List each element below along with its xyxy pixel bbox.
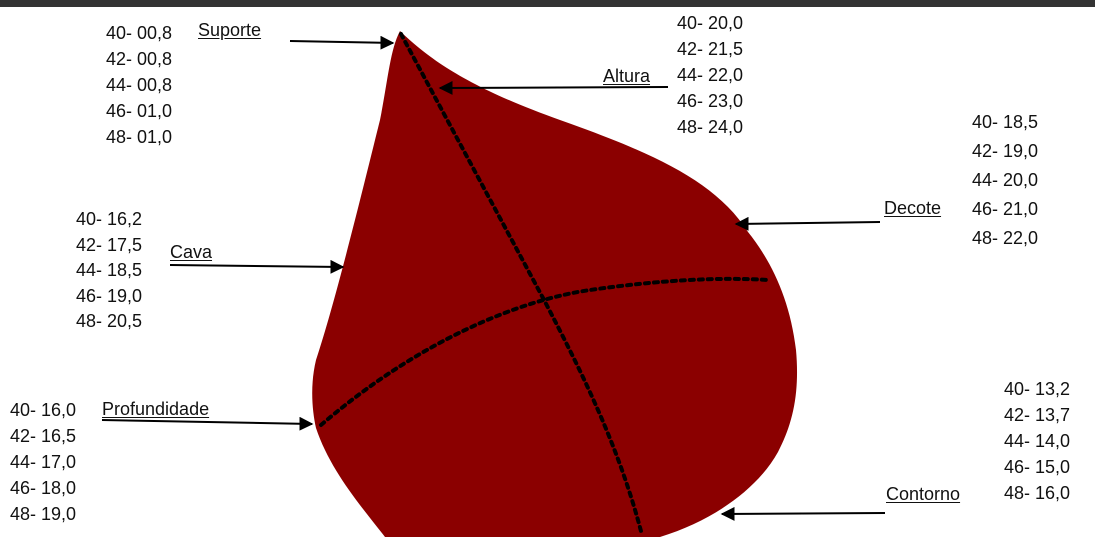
contorno-label: Contorno bbox=[886, 484, 961, 504]
contorno-value-46: 46- 15,0 bbox=[1004, 457, 1071, 477]
cava-label: Cava bbox=[170, 242, 213, 262]
contorno-value-42: 42- 13,7 bbox=[1004, 405, 1071, 425]
cava-value-42: 42- 17,5 bbox=[76, 234, 143, 255]
decote-value-42: 42- 19,0 bbox=[972, 141, 1039, 161]
decote-label: Decote bbox=[884, 198, 942, 218]
cava-values: 40- 16,2 42- 17,5 44- 18,5 46- 19,0 48- … bbox=[76, 207, 142, 335]
top-rule bbox=[0, 0, 1095, 7]
cup-shape bbox=[312, 31, 798, 537]
contorno-value-44: 44- 14,0 bbox=[1004, 431, 1071, 451]
contorno-value-48: 48- 16,0 bbox=[1004, 483, 1071, 503]
profundidade-arrow bbox=[101, 416, 314, 431]
cava-value-40: 40- 16,2 bbox=[76, 209, 143, 229]
suporte-label: Suporte bbox=[198, 20, 262, 40]
profundidade-value-42: 42- 16,5 bbox=[10, 426, 77, 446]
altura-label: Altura bbox=[603, 66, 651, 86]
contorno-values: 40- 13,2 42- 13,7 44- 14,0 46- 15,0 48- … bbox=[1004, 376, 1070, 506]
contorno-value-40: 40- 13,2 bbox=[1004, 379, 1071, 399]
profundidade-value-40: 40- 16,0 bbox=[10, 400, 77, 420]
decote-arrow bbox=[734, 216, 881, 231]
cava-value-46: 46- 19,0 bbox=[76, 285, 143, 306]
profundidade-values: 40- 16,0 42- 16,5 44- 17,0 46- 18,0 48- … bbox=[10, 397, 76, 527]
suporte-value-46: 46- 01,0 bbox=[106, 101, 173, 121]
altura-arrow bbox=[438, 80, 669, 95]
decote-value-40: 40- 18,5 bbox=[972, 112, 1039, 132]
suporte-value-48: 48- 01,0 bbox=[106, 127, 173, 147]
cava-value-48: 48- 20,5 bbox=[76, 311, 143, 331]
cava-value-44: 44- 18,5 bbox=[76, 260, 143, 280]
profundidade-label: Profundidade bbox=[102, 399, 210, 419]
contorno-arrow bbox=[720, 506, 886, 521]
decote-values: 40- 18,5 42- 19,0 44- 20,0 46- 21,0 48- … bbox=[972, 108, 1038, 253]
altura-value-48: 48- 24,0 bbox=[677, 117, 744, 137]
altura-value-42: 42- 21,5 bbox=[677, 39, 744, 59]
profundidade-value-46: 46- 18,0 bbox=[10, 478, 77, 498]
suporte-values: 40- 00,8 42- 00,8 44- 00,8 46- 01,0 48- … bbox=[106, 20, 172, 150]
decote-value-44: 44- 20,0 bbox=[972, 170, 1039, 190]
altura-values: 40- 20,0 42- 21,5 44- 22,0 46- 23,0 48- … bbox=[677, 10, 743, 140]
height-dotted-line bbox=[399, 32, 644, 537]
suporte-value-44: 44- 00,8 bbox=[106, 75, 173, 95]
suporte-value-40: 40- 00,8 bbox=[106, 23, 173, 43]
altura-value-40: 40- 20,0 bbox=[677, 13, 744, 33]
decote-value-48: 48- 22,0 bbox=[972, 228, 1039, 248]
profundidade-value-44: 44- 17,0 bbox=[10, 452, 77, 472]
altura-value-44: 44- 22,0 bbox=[677, 65, 744, 85]
width-dotted-line bbox=[319, 276, 770, 427]
cava-arrow bbox=[169, 259, 345, 274]
decote-value-46: 46- 21,0 bbox=[972, 199, 1039, 219]
profundidade-value-48: 48- 19,0 bbox=[10, 504, 77, 524]
suporte-arrow bbox=[289, 35, 395, 50]
altura-value-46: 46- 23,0 bbox=[677, 91, 744, 111]
suporte-value-42: 42- 00,8 bbox=[106, 49, 173, 69]
